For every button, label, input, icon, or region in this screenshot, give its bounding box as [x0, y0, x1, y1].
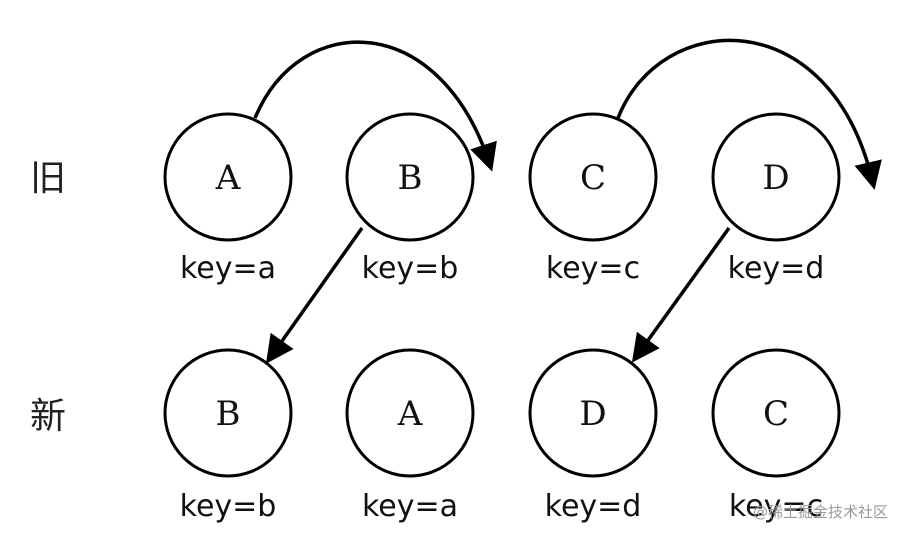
old-node-a-key: key=a [180, 251, 276, 286]
new-node-a: A key=a [345, 348, 475, 524]
new-node-d-key: key=d [545, 489, 642, 524]
row-label-new: 新 [30, 396, 66, 437]
old-node-c-key: key=c [546, 251, 640, 286]
old-node-b-key: key=b [362, 251, 459, 286]
old-node-b: B key=b [345, 112, 475, 286]
new-node-d-circle [528, 348, 658, 478]
old-node-d-letter: D [762, 158, 789, 198]
new-node-b-key: key=b [180, 489, 277, 524]
new-node-b-letter: B [216, 394, 241, 434]
arrow-a-to-b-curve [253, 40, 497, 172]
old-node-d-key: key=d [728, 251, 825, 286]
row-label-old: 旧 [30, 158, 66, 199]
old-node-b-letter: B [398, 158, 423, 198]
arrow-c-to-d-curve [616, 38, 882, 190]
arrow-b-to-new-first [265, 226, 364, 364]
old-node-c-letter: C [580, 158, 606, 198]
old-node-d-circle [711, 112, 841, 242]
new-node-d: D key=d [528, 348, 658, 524]
new-node-a-letter: A [397, 394, 423, 434]
new-node-c: C key=c [711, 348, 841, 524]
new-node-a-circle [345, 348, 475, 478]
old-node-c-circle [528, 112, 658, 242]
watermark-text: @稀土掘金技术社区 [753, 503, 888, 521]
new-node-b: B key=b [163, 348, 293, 524]
old-node-d: D key=d [711, 112, 841, 286]
old-node-b-circle [345, 112, 475, 242]
new-node-b-circle [163, 348, 293, 478]
new-node-c-circle [711, 348, 841, 478]
old-node-a-circle [163, 112, 293, 242]
old-node-a: A key=a [163, 112, 293, 286]
new-node-c-key: key=c [729, 489, 823, 524]
new-node-a-key: key=a [362, 489, 458, 524]
new-node-c-letter: C [763, 394, 789, 434]
old-node-a-letter: A [215, 158, 241, 198]
new-node-d-letter: D [579, 394, 606, 434]
old-node-c: C key=c [528, 112, 658, 286]
arrow-d-to-new-third [631, 226, 731, 363]
